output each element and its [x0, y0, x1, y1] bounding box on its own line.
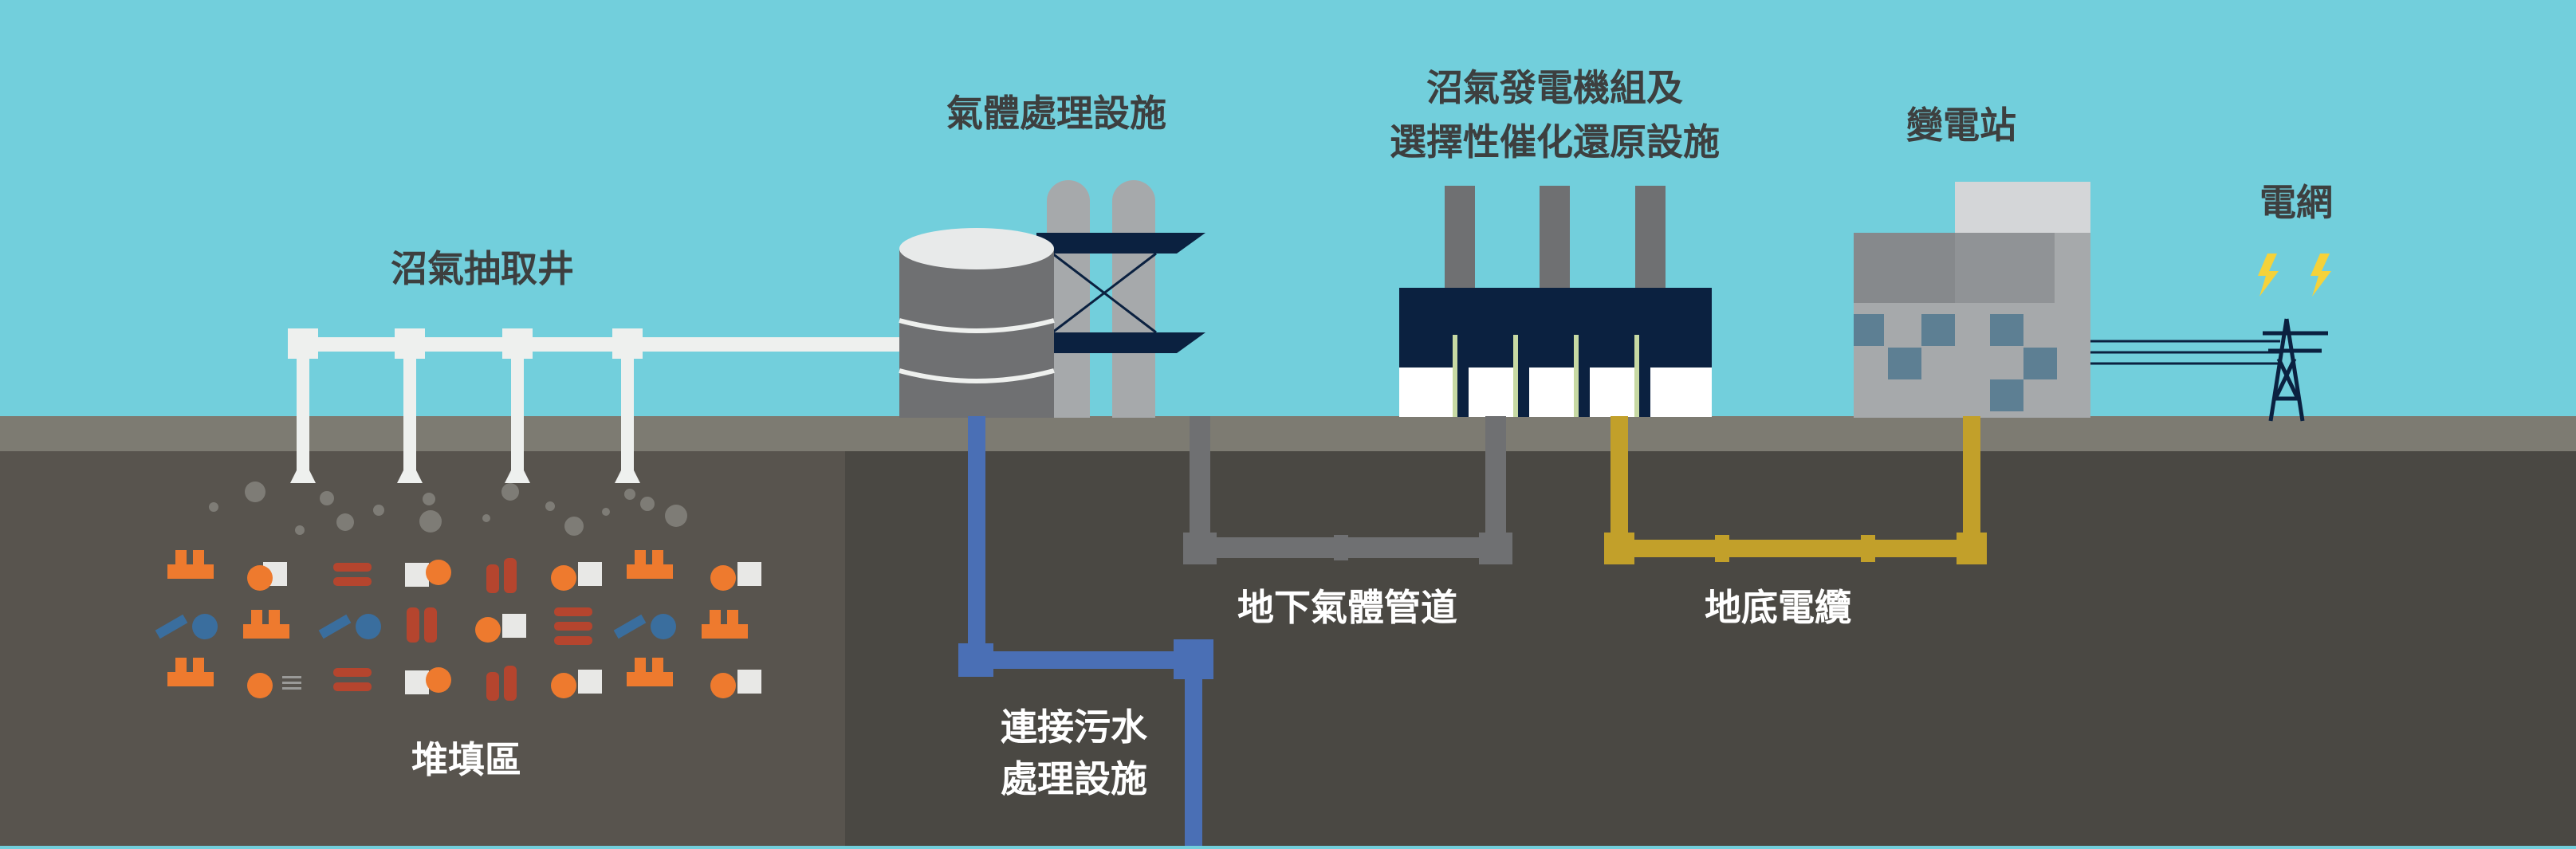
treatment-frame: [1036, 233, 1205, 353]
ground-right: [845, 451, 2576, 846]
lightning-icon: [2311, 254, 2331, 297]
substation-windows: [1854, 314, 2057, 411]
label-grid: 電網: [2259, 181, 2333, 224]
well-2: [395, 328, 425, 483]
waste-row-2: [155, 607, 748, 645]
substation: [1854, 182, 2090, 418]
lightning-icon: [2258, 254, 2279, 297]
generator-fins: [1453, 335, 1650, 417]
chimneys: [1445, 186, 1666, 289]
label-gas-treatment: 氣體處理設施: [946, 92, 1166, 135]
well-3: [502, 328, 533, 483]
transmission-tower: [2263, 318, 2328, 422]
ground-left: [0, 451, 845, 846]
label-biogas-wells: 沼氣抽取井: [391, 247, 574, 290]
waste-row-1: [167, 550, 761, 593]
generator-scr-facility: [1399, 186, 1712, 417]
well-1: [288, 328, 318, 483]
label-sewage-line1: 連接污水: [1001, 706, 1147, 749]
label-landfill: 堆填區: [411, 738, 521, 781]
waste-row-3: [167, 658, 761, 701]
label-cable: 地底電纜: [1705, 586, 1851, 629]
sewage-connection-pipe: [958, 416, 1213, 846]
label-sewage-line2: 處理設施: [1001, 757, 1147, 800]
label-substation: 變電站: [1906, 104, 2016, 147]
power-grid: [2090, 254, 2331, 422]
ground-surface-strip: [0, 416, 2576, 451]
sky: [0, 0, 2576, 416]
landfill-waste: [155, 550, 761, 701]
transmission-lines: [2090, 340, 2280, 365]
well-4: [612, 328, 643, 483]
label-gas-pipe: 地下氣體管道: [1237, 586, 1457, 629]
biogas-extraction-wells: [288, 328, 903, 483]
gas-bubbles: [209, 481, 687, 536]
gas-storage-tank: [899, 228, 1055, 418]
label-generator-line2: 選擇性催化還原設施: [1390, 120, 1720, 163]
underground-cable: [1604, 416, 1987, 564]
underground-gas-pipeline: [1183, 416, 1512, 564]
gas-treatment-facility: [899, 180, 1205, 418]
label-generator-line1: 沼氣發電機組及: [1426, 66, 1683, 109]
